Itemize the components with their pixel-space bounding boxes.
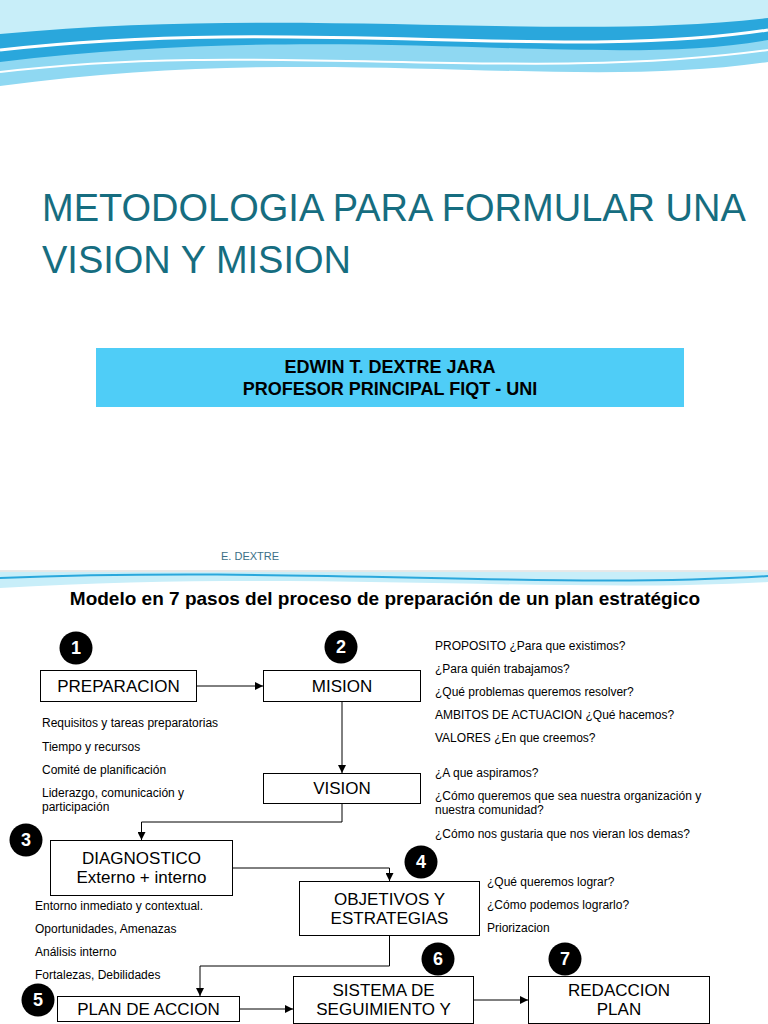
note-text: Priorizacion — [486, 921, 551, 935]
note-text: Requisitos y tareas preparatorias — [41, 716, 219, 730]
process-box: PREPARACION — [40, 670, 197, 702]
box-text: REDACCION PLAN — [559, 981, 679, 1019]
circle-fill — [405, 846, 438, 879]
note-text: Entorno inmediato y contextual. — [34, 899, 204, 913]
footer-note: E. DEXTRE — [220, 549, 280, 563]
slide-heading: METODOLOGIA PARA FORMULAR UNA VISION Y M… — [42, 182, 752, 286]
note-text: Oportunidades, Amenazas — [34, 922, 177, 936]
box-text: VISION — [313, 779, 371, 798]
step-number: 3 — [9, 823, 43, 857]
note-text: ¿Qué problemas queremos resolver? — [434, 685, 635, 699]
circle-fill — [22, 984, 55, 1017]
box-text: SISTEMA DE SEGUIMIENTO Y — [300, 981, 467, 1019]
wave-line — [0, 575, 768, 581]
note-text: VALORES ¿En que creemos? — [434, 731, 597, 745]
wave-line — [0, 50, 768, 72]
note-text: ¿Cómo nos gustaria que nos vieran los de… — [434, 827, 691, 841]
wave-band — [0, 0, 768, 62]
note-text: ¿A que aspiramos? — [434, 766, 539, 780]
box-text: EDWIN T. DEXTRE JARA — [284, 356, 495, 378]
slide-title: Modelo en 7 pasos del proceso de prepara… — [0, 588, 768, 610]
box-text: OBJETIVOS Y ESTRATEGIAS — [306, 890, 473, 928]
process-box: MISION — [263, 670, 421, 702]
step-number-text: 6 — [433, 949, 443, 969]
step-number-text: 7 — [560, 949, 570, 969]
step-number: 2 — [324, 630, 358, 664]
note-text: ¿Cómo podemos lograrlo? — [486, 898, 630, 912]
step-number-text: 3 — [21, 830, 31, 850]
wave-band — [0, 572, 768, 588]
wave-band — [0, 0, 768, 86]
flow-arrow — [233, 868, 390, 881]
circle-fill — [549, 943, 582, 976]
step-number-text: 5 — [33, 990, 43, 1010]
note-text: Fortalezas, Debilidades — [34, 968, 161, 982]
wave-line — [0, 30, 768, 50]
step-number: 5 — [21, 983, 55, 1017]
step-number-text: 2 — [336, 637, 346, 657]
box-text: Externo + interno — [77, 868, 207, 887]
process-box: VISION — [263, 773, 421, 804]
flow-arrow — [342, 702, 343, 773]
step-number: 4 — [404, 845, 438, 879]
step-number-text: 4 — [416, 852, 426, 872]
step-number: 6 — [421, 942, 455, 976]
process-box: PLAN DE ACCION — [57, 996, 240, 1022]
note-text: Análisis interno — [34, 945, 117, 959]
box-text: PROFESOR PRINCIPAL FIQT - UNI — [243, 378, 537, 400]
circle-fill — [422, 943, 455, 976]
wave-band — [0, 0, 768, 34]
circle-fill — [10, 824, 43, 857]
note-text: Liderazgo, comunicación y participación — [41, 786, 208, 814]
flow-arrow — [197, 686, 263, 687]
note-text: AMBITOS DE ACTUACION ¿Qué hacemos? — [434, 708, 675, 722]
process-box: SISTEMA DE SEGUIMIENTO Y — [293, 976, 474, 1024]
note-text: Tiempo y recursos — [41, 740, 141, 754]
step-number-text: 1 — [71, 638, 81, 658]
author-banner: EDWIN T. DEXTRE JARAPROFESOR PRINCIPAL F… — [96, 348, 684, 407]
slide-divider — [0, 571, 768, 572]
note-text: Comité de planificación — [41, 763, 167, 777]
step-number: 1 — [59, 631, 93, 665]
note-text: ¿Cómo queremos que sea nuestra organizac… — [434, 789, 726, 817]
step-number: 7 — [548, 942, 582, 976]
note-text: ¿Para quién trabajamos? — [434, 662, 571, 676]
flow-arrow — [474, 1000, 528, 1001]
flow-arrow — [240, 1009, 293, 1010]
box-text: PLAN DE ACCION — [77, 1000, 220, 1019]
process-box: DIAGNOSTICOExterno + interno — [50, 840, 233, 896]
circle-fill — [60, 632, 93, 665]
box-text: MISION — [312, 677, 372, 696]
box-text: PREPARACION — [57, 677, 180, 696]
process-box: OBJETIVOS Y ESTRATEGIAS — [299, 881, 480, 936]
circle-fill — [325, 631, 358, 664]
note-text: ¿Qué queremos lograr? — [486, 875, 615, 889]
process-box: REDACCION PLAN — [528, 976, 710, 1024]
note-text: PROPOSITO ¿Para que existimos? — [434, 639, 627, 653]
box-text: DIAGNOSTICO — [82, 849, 201, 868]
